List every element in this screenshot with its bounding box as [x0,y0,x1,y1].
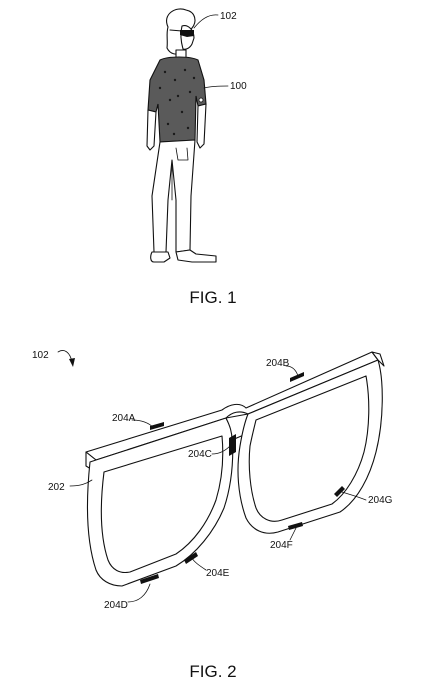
label-204e: 204E [206,568,230,579]
worn-glasses [169,29,194,37]
sensor-204d-mark [140,574,159,584]
label-204c: 204C [188,449,212,460]
label-person-100: 100 [230,81,247,92]
leader-204d [127,583,151,603]
sensor-204b-mark [290,372,304,382]
figure-2-caption: FIG. 2 [189,662,236,681]
person-illustration [146,8,217,263]
leader-204a [131,419,155,429]
label-overall-102: 102 [32,350,49,361]
leader-204f [289,527,297,541]
label-glasses-102: 102 [220,11,237,22]
label-204f: 204F [270,540,293,551]
sensor-204f-mark [288,522,303,530]
figure-2: 102 [32,350,393,681]
leader-204g [341,491,367,501]
sensor-204e-mark [184,552,198,564]
leader-202 [69,479,93,487]
figure-1: 102 100 FIG. 1 [146,8,247,307]
label-204g: 204G [368,495,393,506]
sensor-204g-mark [334,486,345,497]
eyeglass-frame [85,351,385,587]
figure-1-caption: FIG. 1 [189,288,236,307]
label-202: 202 [48,482,65,493]
label-204a: 204A [112,413,136,424]
leader-204b [285,365,299,377]
shirt [147,56,207,143]
leader-100 [203,85,229,89]
sensor-204c-mark [229,434,236,456]
leader-204e [191,557,207,571]
label-204d: 204D [104,600,128,611]
leader-204c [211,445,231,455]
leader-102 [193,14,219,29]
label-204b: 204B [266,358,290,369]
